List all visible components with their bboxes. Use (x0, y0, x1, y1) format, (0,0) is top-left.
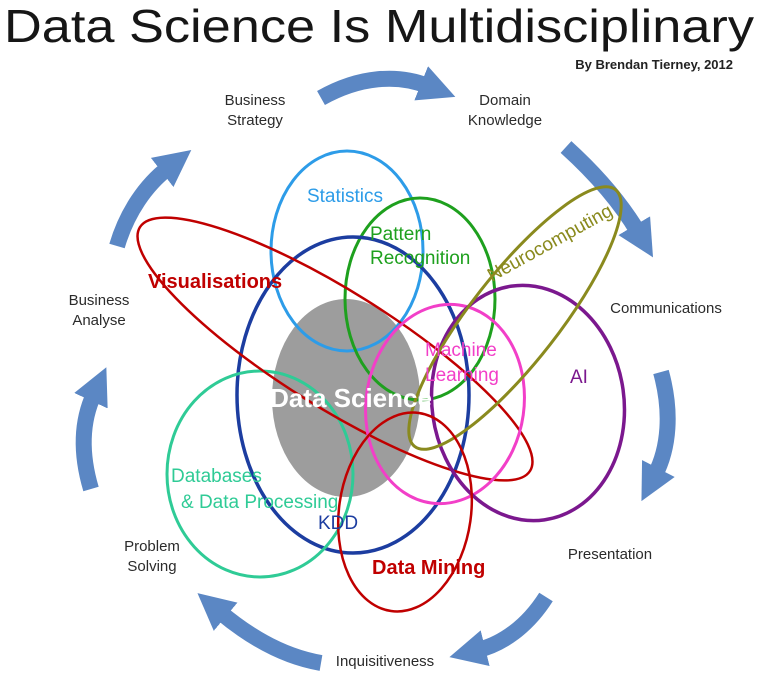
data-mining-label: Data Mining (372, 557, 485, 579)
statistics-label: Statistics (307, 186, 383, 207)
curved-arrow-top-left-icon (109, 149, 192, 249)
business-analyse-label-line2: Analyse (72, 312, 125, 329)
byline: By Brendan Tierney, 2012 (575, 57, 733, 72)
domain-knowledge-label-line2: Knowledge (468, 112, 542, 129)
communications-label: Communications (610, 300, 722, 317)
databases-label-line2: & Data Processing (181, 492, 338, 513)
curved-arrow-bottom-left-icon (197, 593, 323, 671)
data-mining-ellipse (336, 411, 474, 613)
business-strategy-label-line2: Strategy (227, 112, 283, 129)
kdd-ellipse (235, 235, 471, 555)
ai-label: AI (570, 367, 588, 388)
business-analyse-label-line1: Business (69, 292, 130, 309)
presentation-label: Presentation (568, 546, 652, 563)
pattern-recognition-ellipse (343, 196, 497, 402)
visualisations-label: Visualisations (148, 271, 282, 293)
data-science-label: Data Science (270, 383, 432, 413)
domain-knowledge-label-line1: Domain (479, 92, 531, 109)
page-title: Data Science Is Multidisciplinary (4, 0, 754, 52)
machine-learning-ellipse (364, 302, 526, 506)
curved-arrow-top-icon (317, 66, 456, 106)
inquisitiveness-label: Inquisitiveness (336, 653, 434, 670)
curved-arrow-bottom-right-icon (449, 592, 553, 667)
databases-ellipse (165, 369, 355, 579)
cycle-arrows (74, 66, 676, 671)
kdd-label: KDD (318, 513, 358, 534)
problem-solving-label-line1: Problem (124, 538, 180, 555)
problem-solving-label-line2: Solving (127, 558, 176, 575)
visualisations-ellipse (136, 216, 534, 482)
statistics-ellipse (269, 149, 425, 353)
neurocomputing-ellipse (407, 185, 623, 451)
pattern-recognition-label-line2: Recognition (370, 248, 470, 269)
curved-arrow-top-right-icon (560, 141, 654, 258)
machine-learning-label-line1: Machine (425, 340, 497, 361)
machine-learning-label-line2: Learning (425, 365, 499, 386)
pattern-recognition-label-line1: Pattern (370, 224, 431, 245)
business-strategy-label-line1: Business (225, 92, 286, 109)
databases-label-line1: Databases (171, 466, 262, 487)
curved-arrow-left-icon (74, 367, 108, 492)
curved-arrow-right-icon (641, 369, 676, 502)
